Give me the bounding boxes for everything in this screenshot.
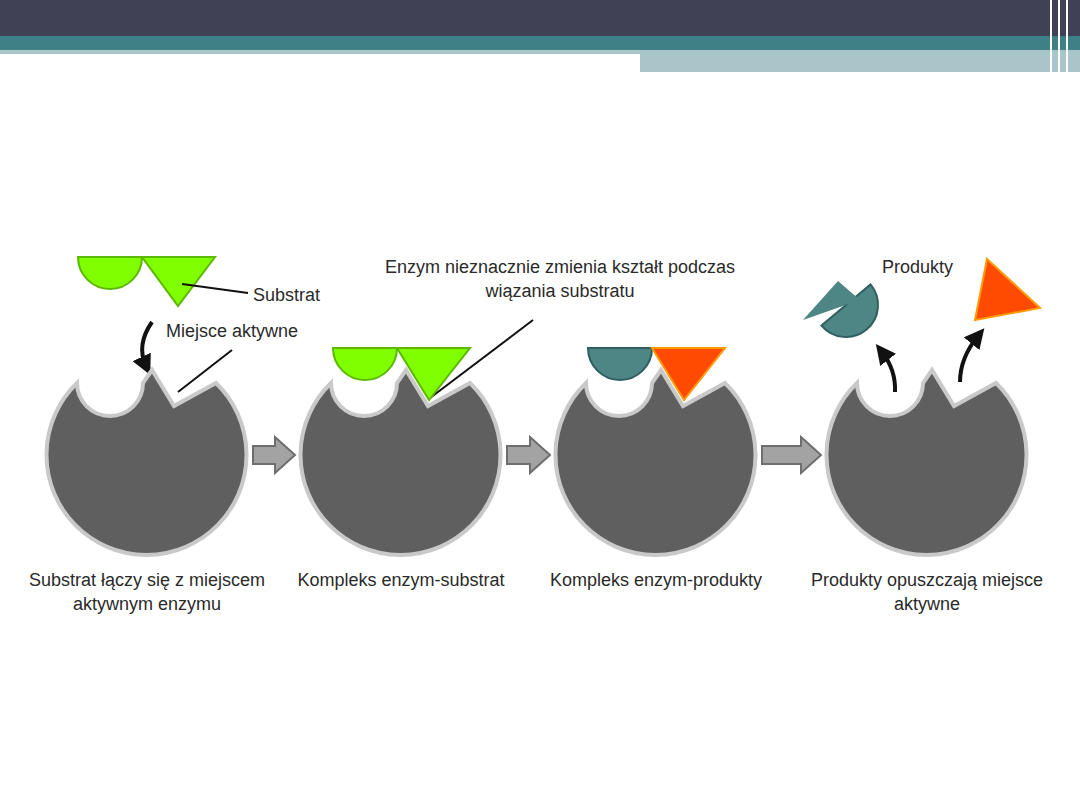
stage-caption: Kompleks enzym-produkty: [531, 568, 781, 592]
substrate-free: [78, 257, 215, 306]
header-bar: [0, 0, 1080, 72]
block-arrow: [507, 437, 550, 473]
annotation-label: Enzym nieznacznie zmienia kształt podcza…: [380, 255, 740, 303]
annotation-label: Miejsce aktywne: [166, 319, 298, 343]
block-arrow: [762, 437, 821, 473]
stage-caption: Produkty opuszczają miejsce aktywne: [802, 568, 1052, 616]
enzyme-stage: Substrat łączy się z miejscem aktywnym e…: [42, 350, 252, 622]
enzyme-shape: [822, 290, 1032, 560]
annotation-label: Substrat: [253, 283, 320, 307]
annotation-label: Produkty: [882, 255, 953, 279]
enzyme-stage: Kompleks enzym-substrat: [296, 350, 506, 598]
enzyme-shape: [551, 290, 761, 560]
stage-caption: Kompleks enzym-substrat: [276, 568, 526, 592]
stage-caption: Substrat łączy się z miejscem aktywnym e…: [22, 568, 272, 616]
enzyme-shape: [296, 290, 506, 560]
enzyme-stage: Produkty opuszczają miejsce aktywne: [822, 350, 1032, 622]
enzyme-stage: Kompleks enzym-produkty: [551, 350, 761, 598]
block-arrow: [253, 437, 295, 473]
